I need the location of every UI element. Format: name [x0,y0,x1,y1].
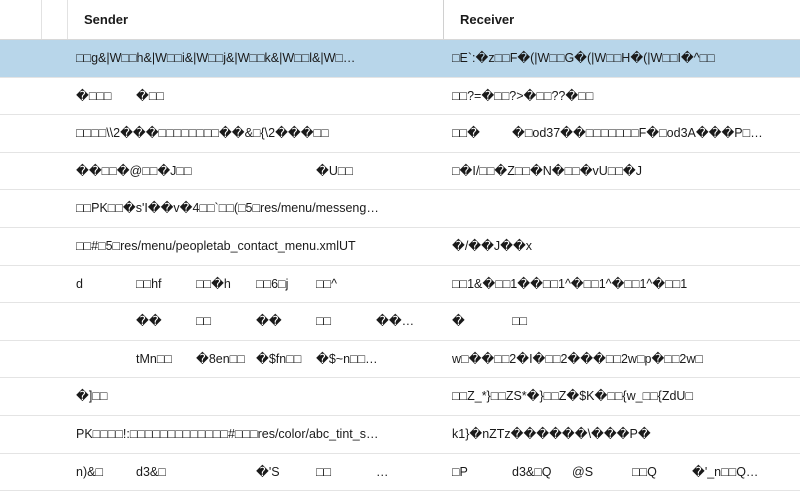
table-row[interactable]: �]□□ □□Z_*}□□ZS*�}□□Z�$K�□□{w_□□{ZdU□ [0,378,800,416]
sender-cell[interactable]: □□g&|W□□h&|W□□i&|W□□j&|W□□k&|W□□l&|W□… [76,51,356,65]
receiver-cell[interactable] [444,190,800,227]
row-blank-cell [0,303,42,340]
row-index-cell [42,78,68,115]
table-row[interactable]: □□□□\\2���□□□□□□□□��&□{\2���□□ □□� �□od37… [0,115,800,153]
column-header-receiver[interactable]: Receiver [460,12,515,27]
receiver-cell[interactable]: k1}�nZTz������\���P� [452,426,651,441]
sender-cell[interactable]: □□PK□□�s'I��v�4□□`□□(□5□res/menu/messeng… [76,201,379,216]
header-index-column[interactable] [42,0,68,39]
row-blank-cell [0,40,42,77]
row-index-cell [42,115,68,152]
row-blank-cell [0,153,42,190]
row-index-cell [42,454,68,491]
table-row[interactable]: tMn□□ �8en□□ �$fn□□ �$~n□□… w□��□□2�I�□□2… [0,341,800,379]
column-header-sender[interactable]: Sender [68,0,444,39]
receiver-cell[interactable]: □□1&�□□1��□□1^�□□1^�□□1^�□□1 [452,276,688,291]
table-row[interactable]: d □□hf □□�h □□6□j □□^ □□1&�□□1��□□1^�□□1^… [0,266,800,304]
row-blank-cell [0,78,42,115]
receiver-cell[interactable]: □�I/□□�Z□□�N�□□�vU□□�J [452,163,642,178]
table-row[interactable]: □□g&|W□□h&|W□□i&|W□□j&|W□□k&|W□□l&|W□… □E… [0,40,800,78]
row-index-cell [42,341,68,378]
table-body: □□g&|W□□h&|W□□i&|W□□j&|W□□k&|W□□l&|W□… □E… [0,40,800,491]
sender-cell[interactable]: �]□□ [76,389,108,404]
row-index-cell [42,416,68,453]
sender-cell[interactable]: �□□□ �□□ [76,88,164,103]
row-blank-cell [0,454,42,491]
row-blank-cell [0,341,42,378]
receiver-cell[interactable]: □□?=�□□?>�□□??�□□ [452,88,594,103]
table-row[interactable]: n)&□ d3&□ �'S □□ … □P d3&□Q @S □□Q �'_n□□… [0,454,800,491]
sender-cell[interactable]: □□#□5□res/menu/peopletab_contact_menu.xm… [76,238,356,253]
row-index-cell [42,378,68,415]
sender-cell[interactable]: d □□hf □□�h □□6□j □□^ [76,276,337,291]
row-blank-cell [0,115,42,152]
table-row[interactable]: ��□□�@□□�J□□ �U□□ □�I/□□�Z□□�N�□□�vU□□�J [0,153,800,191]
receiver-cell[interactable]: □P d3&□Q @S □□Q �'_n□□Q… [452,464,759,479]
table-row[interactable]: □□PK□□�s'I��v�4□□`□□(□5□res/menu/messeng… [0,190,800,228]
row-index-cell [42,190,68,227]
receiver-cell[interactable]: □□� �□od37��□□□□□□□F�□od3A���P□… [452,126,763,141]
sender-cell[interactable]: ��□□�@□□�J□□ �U□□ [76,163,353,178]
row-blank-cell [0,190,42,227]
sender-cell[interactable]: n)&□ d3&□ �'S □□ … [76,464,389,479]
receiver-cell[interactable]: � □□ [452,314,528,329]
row-index-cell [42,228,68,265]
table-header: Sender Receiver [0,0,800,40]
table-row[interactable]: �□□□ �□□ □□?=�□□?>�□□??�□□ [0,78,800,116]
row-index-cell [42,153,68,190]
row-blank-cell [0,266,42,303]
sender-cell[interactable]: PK□□□□!:□□□□□□□□□□□□□#□□□res/color/abc_t… [76,426,379,441]
row-index-cell [42,40,68,77]
sender-cell[interactable]: □□□□\\2���□□□□□□□□��&□{\2���□□ [76,126,329,141]
table-row[interactable]: □□#□5□res/menu/peopletab_contact_menu.xm… [0,228,800,266]
sender-cell[interactable]: tMn□□ �8en□□ �$fn□□ �$~n□□… [76,351,378,366]
row-blank-cell [0,228,42,265]
receiver-cell[interactable]: □□Z_*}□□ZS*�}□□Z�$K�□□{w_□□{ZdU□ [452,389,694,404]
receiver-cell[interactable]: □E`:�z□□F�(|W□□G�(|W□□H�(|W□□I�^□□ [452,51,715,65]
sender-cell[interactable]: �� □□ �� □□ ��… [76,314,415,329]
row-index-cell [42,266,68,303]
receiver-cell[interactable]: �/��J��x [452,238,533,253]
table-row[interactable]: �� □□ �� □□ ��… � □□ [0,303,800,341]
receiver-cell[interactable]: w□��□□2�I�□□2���□□2w□p�□□2w□ [452,351,703,366]
table-row[interactable]: PK□□□□!:□□□□□□□□□□□□□#□□□res/color/abc_t… [0,416,800,454]
row-blank-cell [0,416,42,453]
row-index-cell [42,303,68,340]
header-blank-column[interactable] [0,0,42,39]
row-blank-cell [0,378,42,415]
